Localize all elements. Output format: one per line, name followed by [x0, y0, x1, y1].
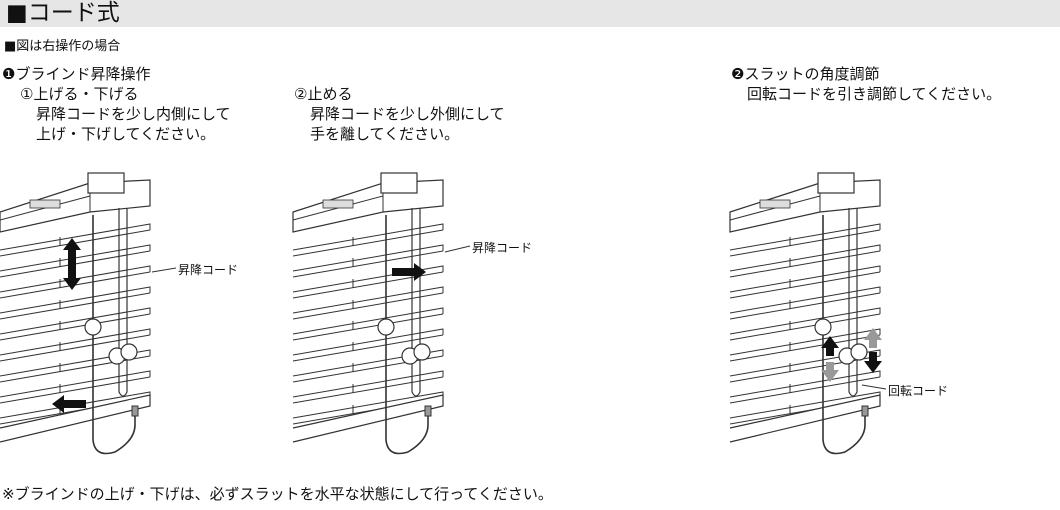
section2-line1: 回転コードを引き調節してください。 [747, 85, 1002, 103]
footer-note: ※ブラインドの上げ・下げは、必ずスラットを水平な状態にして行ってください。 [2, 485, 553, 503]
blind3-slat [729, 286, 881, 320]
blind1-tilt-ball [120, 343, 138, 361]
step1-title: ①上げる・下げる [20, 85, 139, 103]
step2-line1: 昇降コードを少し外側にして [310, 105, 505, 123]
blind3-cord-ball [814, 318, 832, 336]
blind2-lift-cord [385, 215, 429, 455]
blind1-bottom-rail [0, 394, 151, 443]
blind3-cord-lock [817, 172, 855, 194]
blind3-slat [729, 244, 881, 278]
blind2-bottom-rail [292, 394, 444, 443]
blind2-slat [292, 328, 444, 362]
blind1-tilt-cord [118, 208, 128, 397]
down-arrow-icon [821, 362, 839, 382]
tilt-cord-label: 回転コード [888, 384, 949, 398]
blind2-slat [292, 370, 444, 404]
section1-title: ❶ブラインド昇降操作 [2, 65, 151, 83]
up-arrow-icon [63, 238, 81, 265]
blind2-slat [292, 349, 444, 383]
blind3-slat [729, 370, 881, 404]
step2-title: ②止める [294, 85, 353, 103]
blind3-slat [729, 223, 881, 257]
note-right-operation: ■図は右操作の場合 [4, 39, 121, 54]
blind1-lift-cord [92, 215, 136, 455]
blind1-slat [0, 307, 151, 341]
blind2-slat [292, 223, 444, 257]
down-arrow-icon [63, 262, 81, 290]
right-arrow-icon [392, 263, 426, 281]
step1-line1: 昇降コードを少し内側にして [36, 105, 231, 123]
blind3-slat [729, 349, 881, 383]
blind3-tilt-cord [848, 208, 858, 397]
blind2-tilt-cord [411, 208, 421, 397]
blind1-cord-ball [84, 318, 102, 336]
section-header: ■コード式 [0, 0, 1060, 27]
blind2-cord-tassel [424, 405, 432, 417]
lift-cord-label-1: 昇降コード [178, 263, 239, 277]
left-arrow-icon [52, 395, 86, 413]
up-arrow-icon [821, 336, 839, 356]
blind2-tilter [322, 199, 354, 209]
section2-title: ❷スラットの角度調節 [731, 65, 880, 83]
blind1-slat [0, 286, 151, 320]
blind3-slat [729, 328, 881, 362]
blind2-slat [292, 286, 444, 320]
blind3-cord-tassel [861, 405, 869, 417]
blind1-tilter [29, 199, 61, 209]
blind2-cord-ball [377, 318, 395, 336]
down-arrow-icon [864, 352, 882, 373]
blind2-slat [292, 244, 444, 278]
blind2-tilt-ball [413, 343, 431, 361]
blind1-slat [0, 349, 151, 383]
blind1-slat [0, 328, 151, 362]
blind1-cord-tassel [131, 405, 139, 417]
blind3-tilt-ball [850, 343, 868, 361]
blind3-lift-cord [822, 215, 866, 455]
blind2-slat [292, 307, 444, 341]
header-title: ■コード式 [6, 0, 120, 26]
step1-line2: 上げ・下げしてください。 [36, 125, 216, 143]
blind2-cord-lock [380, 172, 418, 194]
up-arrow-icon [864, 328, 882, 348]
blind3-slat [729, 265, 881, 299]
blind1-cord-lock [87, 172, 125, 194]
blind3-slat [729, 307, 881, 341]
lift-cord-label-2: 昇降コード [472, 241, 533, 255]
step2-line2: 手を離してください。 [310, 125, 460, 143]
blind3-bottom-rail [729, 394, 881, 443]
blind3-tilter [759, 199, 791, 209]
blind1-slat [0, 370, 151, 404]
tilt-cord-leader [861, 384, 887, 390]
lift-cord-leader-1 [151, 267, 177, 273]
lift-cord-leader-2 [444, 245, 471, 253]
